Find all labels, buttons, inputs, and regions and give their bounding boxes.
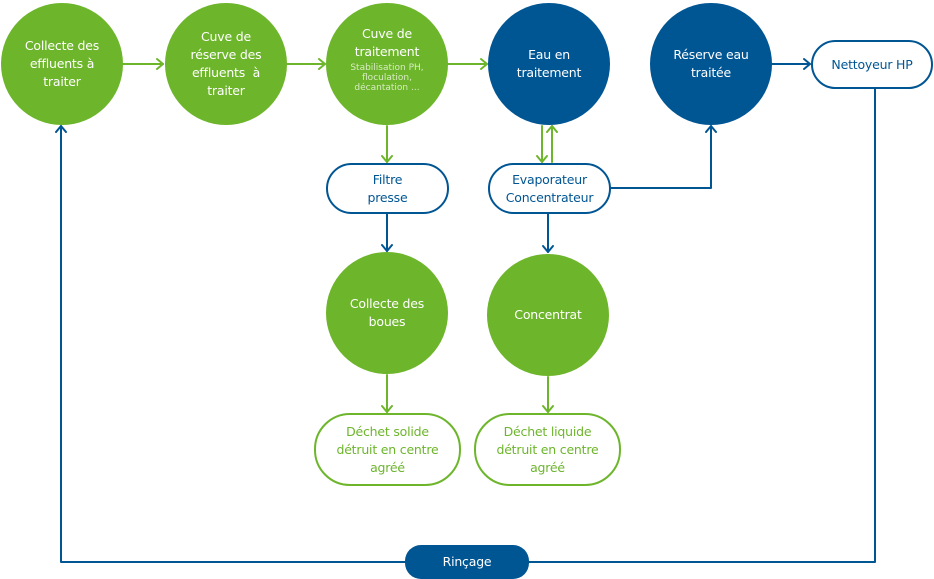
node-label: traitement [354, 44, 420, 59]
node-label: Concentrat [514, 307, 582, 322]
node-cuve-traitement[interactable]: Cuve de traitement Stabilisation PH, flo… [326, 3, 448, 125]
edge-collecte-to-reserve [122, 58, 164, 70]
edge-evaporateur-to-eau [546, 125, 558, 163]
node-reserve-eau-traitee[interactable]: Réserve eau traitée [650, 3, 772, 125]
edge-evaporateur-to-concentrat [542, 213, 554, 253]
edge-boues-to-dechet-solide [381, 374, 393, 413]
node-label: Cuve de [362, 26, 412, 41]
node-collecte-boues[interactable]: Collecte des boues [326, 252, 448, 374]
node-label: Evaporateur [512, 171, 587, 187]
node-nettoyeur-hp[interactable]: Nettoyeur HP [811, 40, 933, 89]
node-label: détruit en centre [496, 441, 599, 457]
node-label: Déchet liquide [503, 423, 592, 439]
edge-eau-to-evaporateur [536, 125, 548, 163]
node-label: Eau en [528, 47, 570, 62]
node-label: agréé [370, 459, 405, 475]
node-concentrat[interactable]: Concentrat [487, 254, 609, 376]
node-label: boues [368, 314, 406, 329]
node-label: effluents à [191, 65, 261, 80]
node-sublabel: Stabilisation PH, [350, 63, 424, 73]
node-label: Rinçage [442, 554, 492, 569]
edge-filtre-to-boues [381, 213, 393, 252]
node-label: Nettoyeur HP [831, 56, 913, 72]
node-dechet-liquide[interactable]: Déchet liquide détruit en centre agréé [474, 413, 621, 486]
edge-reserve-eau-to-nettoyeur [771, 58, 811, 70]
node-label: Réserve eau [673, 47, 749, 62]
node-sublabel: décantation ... [354, 83, 420, 93]
node-label: Collecte des [349, 296, 425, 311]
node-label: traitée [690, 65, 732, 80]
edge-evaporateur-to-reserve-eau [610, 125, 717, 189]
edge-rincage-to-collecte [55, 125, 406, 563]
edge-traitement-to-eau [447, 58, 488, 70]
node-dechet-solide[interactable]: Déchet solide détruit en centre agréé [314, 413, 461, 486]
node-collecte-effluents[interactable]: Collecte des effluents à traiter [1, 3, 123, 125]
node-cuve-reserve[interactable]: Cuve de réserve des effluents à traiter [165, 3, 287, 125]
node-label: presse [367, 189, 408, 205]
node-label: effluents à [29, 56, 95, 71]
node-label: Concentrateur [505, 189, 594, 205]
node-filtre-presse[interactable]: Filtre presse [326, 163, 449, 214]
node-label: détruit en centre [336, 441, 439, 457]
node-rincage[interactable]: Rinçage [405, 545, 529, 579]
node-label: Filtre [372, 171, 403, 187]
node-label: réserve des [190, 47, 262, 62]
node-label: Cuve de [201, 29, 251, 44]
node-evaporateur-concentrateur[interactable]: Evaporateur Concentrateur [488, 163, 611, 214]
node-label: traiter [43, 74, 81, 89]
edge-reserve-to-traitement [286, 58, 326, 70]
edge-concentrat-to-dechet-liquide [542, 376, 554, 413]
node-label: Déchet solide [346, 423, 429, 439]
node-label: traiter [207, 83, 245, 98]
node-label: traitement [516, 65, 582, 80]
node-label: agréé [530, 459, 565, 475]
edge-traitement-to-filtre [381, 125, 393, 163]
node-eau-traitement[interactable]: Eau en traitement [488, 3, 610, 125]
node-label: Collecte des [24, 38, 100, 53]
edge-nettoyeur-to-rincage [527, 88, 876, 563]
node-sublabel: floculation, [362, 73, 412, 83]
